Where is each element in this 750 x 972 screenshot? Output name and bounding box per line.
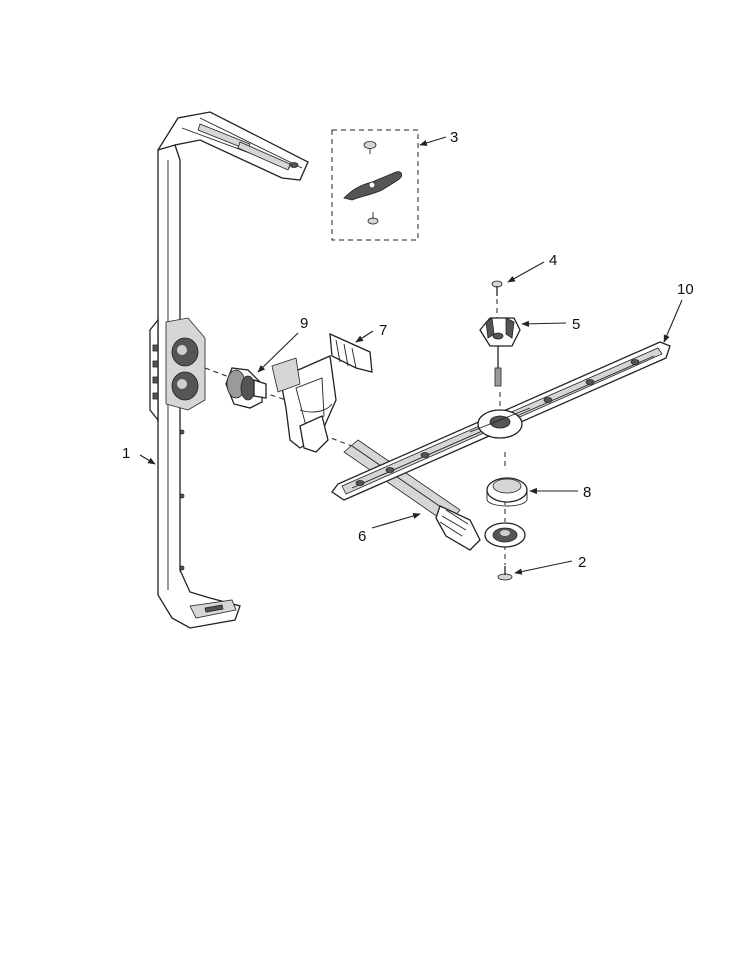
label-part-3: 3	[450, 129, 458, 146]
label-part-6: 6	[358, 528, 366, 545]
label-part-8: 8	[583, 484, 591, 501]
lower-wash-tube-part	[343, 439, 526, 551]
label-part-4: 4	[549, 252, 557, 269]
spray-arm-bearing-part	[479, 317, 521, 387]
supply-tube-part	[149, 111, 309, 629]
screw-part	[491, 280, 503, 296]
label-part-2: 2	[578, 554, 586, 571]
callout-labels: 1 2 3 4 5 6 7 8 9 10	[122, 129, 694, 571]
bottom-screw-part	[497, 566, 513, 581]
label-part-5: 5	[572, 316, 580, 333]
label-part-10: 10	[677, 281, 694, 298]
callout-leaders	[139, 136, 683, 575]
bearing-kit-part	[331, 129, 419, 241]
tube-connector-part	[225, 367, 267, 409]
assembly-guide-lines	[204, 290, 506, 565]
spray-arm-part	[331, 341, 671, 501]
label-part-9: 9	[300, 315, 308, 332]
label-part-7: 7	[379, 322, 387, 339]
seal-ring-part	[486, 477, 528, 507]
label-part-1: 1	[122, 445, 130, 462]
manifold-bracket-part	[271, 332, 373, 453]
